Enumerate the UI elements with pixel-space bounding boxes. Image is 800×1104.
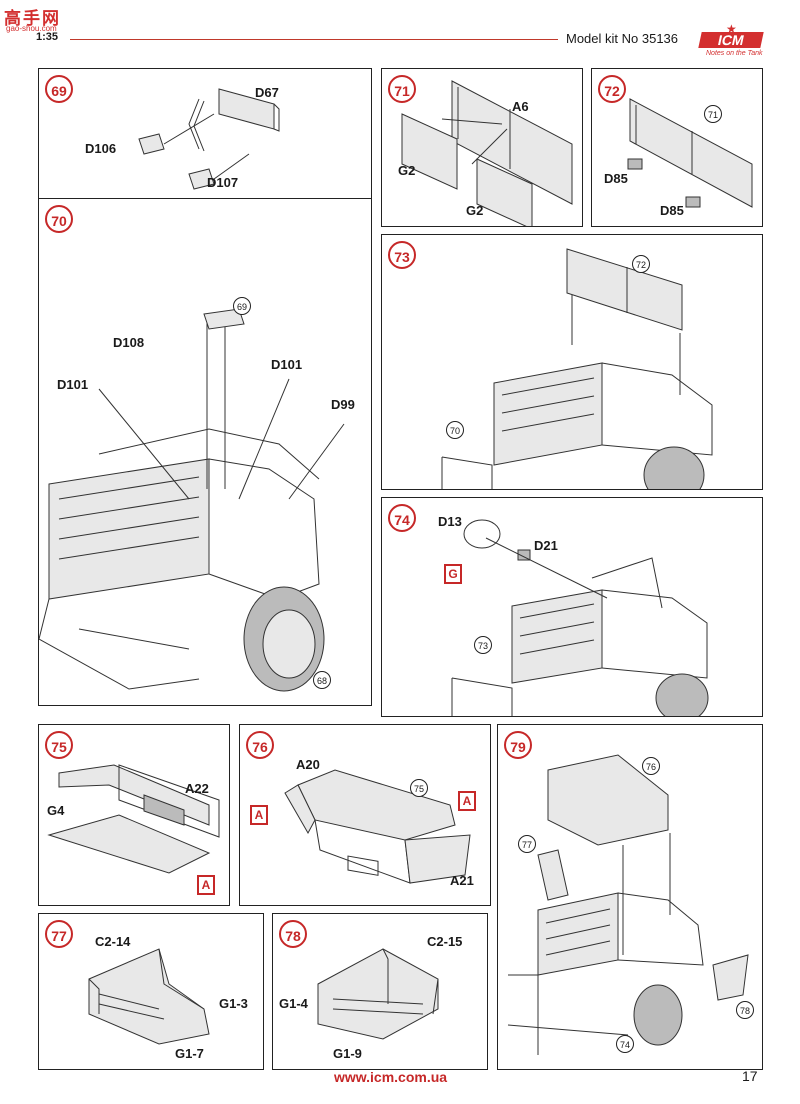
step-77-panel: 77 C2-14 G1-3 G1-7	[38, 913, 264, 1070]
part-label: D85	[604, 171, 628, 186]
step-79-number: 79	[504, 731, 532, 759]
ref-circle: 68	[313, 671, 331, 689]
part-label: A20	[296, 757, 320, 772]
part-label: G1-4	[279, 996, 308, 1011]
part-label: A21	[450, 873, 474, 888]
page-number: 17	[742, 1068, 758, 1084]
ref-circle: 75	[410, 779, 428, 797]
sprue-marker: A	[250, 805, 268, 825]
step-69-number: 69	[45, 75, 73, 103]
step-79-panel: 79 76 77 78 74	[497, 724, 763, 1070]
step-74-panel: 74 D13 D21 G 73	[381, 497, 763, 717]
footer-url[interactable]: www.icm.com.ua	[334, 1069, 448, 1085]
step-78-drawing	[317, 948, 439, 1040]
step-78-number: 78	[279, 920, 307, 948]
part-label: D108	[113, 335, 145, 350]
ref-circle: 70	[446, 421, 464, 439]
part-label: G1-3	[219, 996, 248, 1011]
step-70-number: 70	[45, 205, 73, 233]
model-kit-number: Model kit No 35136	[566, 31, 679, 46]
part-label: D13	[438, 514, 462, 529]
icm-slogan: Notes on the Tank	[706, 50, 763, 57]
part-label: C2-15	[427, 934, 463, 949]
sprue-marker: A	[458, 791, 476, 811]
part-label: G1-9	[333, 1046, 362, 1061]
part-label: G1-7	[175, 1046, 204, 1061]
part-label: D106	[85, 141, 117, 156]
step-77-number: 77	[45, 920, 73, 948]
icm-logo: ★ ICM Notes on the Tank	[698, 22, 764, 62]
step-76-drawing	[284, 769, 471, 884]
icm-logo-text: ICM	[698, 32, 764, 48]
step-77-drawing	[88, 948, 210, 1045]
ref-circle: 76	[642, 757, 660, 775]
step-72-panel: 72 71 D85 D85	[591, 68, 763, 227]
step-72-number: 72	[598, 75, 626, 103]
header-rule	[70, 39, 558, 40]
part-label: G4	[47, 803, 65, 818]
step-69-drawing	[138, 88, 280, 190]
step-75-panel: 75 A22 G4 A	[38, 724, 230, 906]
step-74-drawing	[451, 519, 709, 716]
step-73-panel: 73 72 70	[381, 234, 763, 490]
step-74-number: 74	[388, 504, 416, 532]
star-icon: ★	[726, 22, 737, 36]
step-75-number: 75	[45, 731, 73, 759]
part-label: D101	[271, 357, 303, 372]
step-72-drawing	[627, 98, 753, 208]
ref-circle: 78	[736, 1001, 754, 1019]
step-79-drawing	[507, 754, 749, 1055]
part-label: D21	[534, 538, 558, 553]
site-logo-text: 高手网	[4, 9, 61, 28]
ref-circle: 77	[518, 835, 536, 853]
step-70-panel: 70 D108 D101 D101 D99 69 68	[38, 198, 372, 706]
step-70-drawing	[39, 308, 345, 692]
part-label: G2	[466, 203, 484, 218]
step-71-panel: 71 A6 G2 G2	[381, 68, 583, 227]
site-logo-sub: gao-shou.com	[6, 24, 57, 33]
step-71-number: 71	[388, 75, 416, 103]
part-label: D107	[207, 175, 239, 190]
ref-circle: 69	[233, 297, 251, 315]
sprue-marker: G	[444, 564, 462, 584]
step-75-drawing	[47, 764, 220, 874]
step-76-panel: 76 A20 75 A A A21	[239, 724, 491, 906]
step-73-number: 73	[388, 241, 416, 269]
part-label: D85	[660, 203, 684, 218]
part-label: A22	[185, 781, 209, 796]
step-76-number: 76	[246, 731, 274, 759]
part-label: C2-14	[95, 934, 131, 949]
step-69-panel: 69 D67 D106 D107	[38, 68, 372, 200]
ref-circle: 73	[474, 636, 492, 654]
ref-circle: 71	[704, 105, 722, 123]
step-73-drawing	[441, 248, 713, 489]
part-label: D101	[57, 377, 89, 392]
step-71-drawing	[401, 80, 573, 226]
part-label: D99	[331, 397, 355, 412]
step-78-panel: 78 C2-15 G1-4 G1-9	[272, 913, 488, 1070]
site-logo: 高手网 gao-shou.com	[4, 4, 78, 33]
part-label: D67	[255, 85, 279, 100]
ref-circle: 72	[632, 255, 650, 273]
part-label: A6	[512, 99, 529, 114]
part-label: G2	[398, 163, 416, 178]
scale-label: 1:35	[36, 31, 59, 43]
sprue-marker: A	[197, 875, 215, 895]
ref-circle: 74	[616, 1035, 634, 1053]
